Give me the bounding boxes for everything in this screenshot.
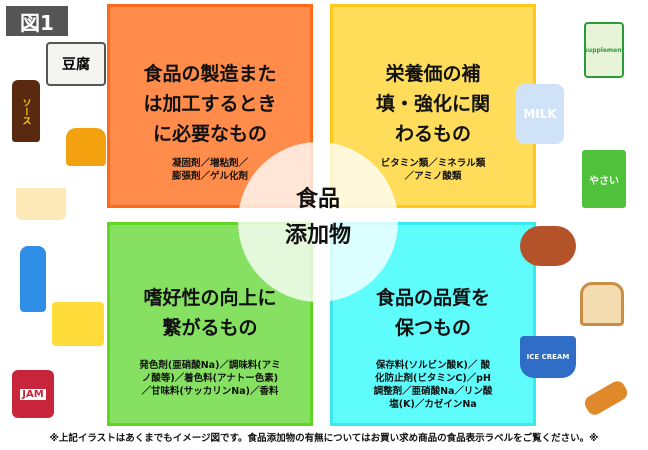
quadrant-sub-line: ／アミノ酸類 bbox=[404, 171, 462, 182]
jam-jar-illustration: JAM bbox=[12, 370, 54, 418]
quadrant-processing: 食品の製造または加工するときに必要なもの 凝固剤／増粘剤／ 膨張剤／ゲル化剤 bbox=[107, 4, 313, 208]
cake-illustration bbox=[16, 178, 66, 220]
quadrant-sub-line: 調整剤／亜硝酸Na／リン酸 bbox=[373, 386, 493, 397]
quadrant-title-line: は加工するとき bbox=[143, 93, 277, 115]
quadrant-palatability: 嗜好性の向上に繋がるもの 発色剤(亜硝酸Na)／調味料(アミノ酸等)／着色料(ア… bbox=[107, 222, 313, 426]
quadrant-title-line: 填・強化に関 bbox=[375, 93, 490, 115]
milk-label: MILK bbox=[523, 107, 557, 121]
ice-cream-illustration: ICE CREAM bbox=[520, 336, 576, 378]
center-label: 食品添加物 bbox=[238, 182, 398, 254]
supplement-illustration: Supplement bbox=[584, 22, 624, 78]
quadrant-sub-line: ビタミン類／ミネラル類 bbox=[380, 158, 486, 169]
milk-can-illustration: MILK bbox=[516, 84, 564, 144]
roll-cake-illustration bbox=[581, 378, 631, 418]
center-label-line: 添加物 bbox=[284, 223, 351, 248]
quadrant-sub-line: 膨張剤／ゲル化剤 bbox=[171, 171, 248, 182]
sauce-bottle-illustration: ソース bbox=[12, 80, 40, 142]
quadrant-title-line: 食品の品質を bbox=[375, 287, 490, 309]
quadrant-title-line: に必要なもの bbox=[152, 123, 267, 145]
sausage-illustration bbox=[520, 226, 576, 266]
quadrant-title-line: 繋がるもの bbox=[162, 317, 258, 339]
vegetable-juice-illustration: やさい bbox=[582, 150, 626, 208]
quadrant-sub-line: 発色剤(亜硝酸Na)／調味料(アミ bbox=[139, 360, 281, 371]
pudding-illustration bbox=[66, 128, 106, 166]
veg-juice-label: やさい bbox=[589, 175, 619, 187]
center-label-line: 食品 bbox=[295, 187, 340, 212]
supplement-label: Supplement bbox=[583, 46, 625, 54]
quadrant-title-line: 保つもの bbox=[394, 317, 471, 339]
bread-illustration bbox=[580, 282, 624, 326]
quadrant-sub-line: 保存料(ソルビン酸K)／ 酸 bbox=[375, 360, 491, 371]
quadrant-sub-line: 化防止剤(ビタミンC)／pH bbox=[375, 373, 491, 384]
disclaimer-note: ※上記イラストはあくまでもイメージ図です。食品添加物の有無についてはお買い求め商… bbox=[49, 433, 599, 444]
quadrant-sub-line: 塩(K)／カゼインNa bbox=[389, 399, 477, 410]
tofu-label: 豆腐 bbox=[62, 57, 90, 73]
tofu-illustration: 豆腐 bbox=[46, 42, 106, 86]
quadrant-title-line: 嗜好性の向上に bbox=[143, 287, 277, 309]
quadrant-title-line: 食品の製造また bbox=[143, 63, 277, 85]
water-bottle-illustration bbox=[20, 246, 46, 312]
jam-label: JAM bbox=[20, 388, 46, 400]
quadrant-sub-line: ノ酸等)／着色料(アナトー色素) bbox=[141, 373, 279, 384]
ice-cream-label: ICE CREAM bbox=[526, 353, 570, 361]
quadrant-title-line: 栄養価の補 bbox=[385, 63, 481, 85]
quadrant-sub-line: ／甘味料(サッカリンNa)／香料 bbox=[141, 386, 279, 397]
quadrant-sub-line: 凝固剤／増粘剤／ bbox=[171, 158, 248, 169]
sauce-label: ソース bbox=[20, 97, 31, 125]
quadrant-title-line: わるもの bbox=[394, 123, 471, 145]
center-circle bbox=[238, 142, 398, 302]
figure-badge: 図1 bbox=[6, 6, 68, 36]
cheese-illustration bbox=[52, 302, 104, 346]
